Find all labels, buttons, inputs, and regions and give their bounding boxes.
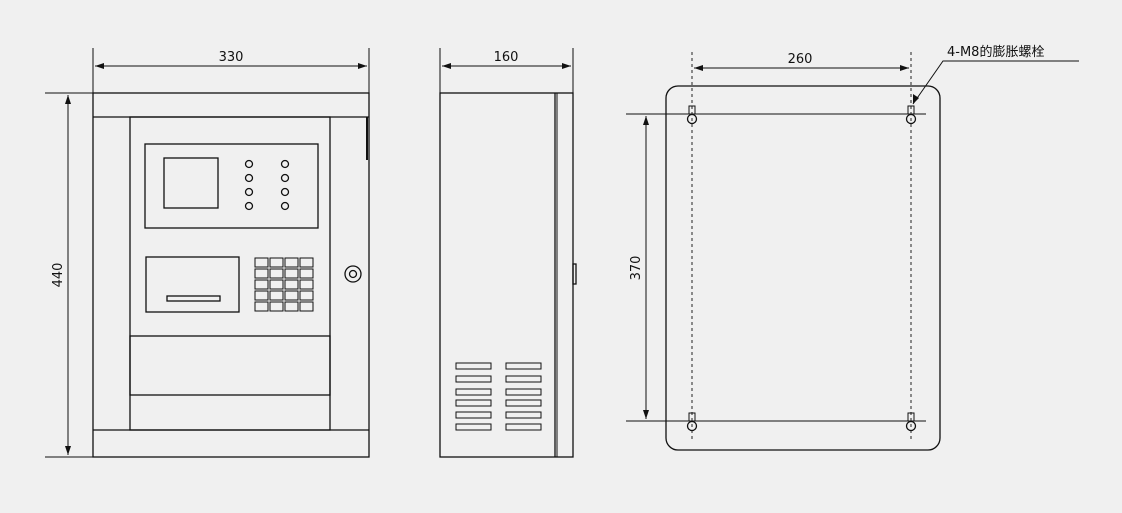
front-height-label: 440 xyxy=(51,263,66,288)
front-panel xyxy=(129,116,331,431)
lock-core xyxy=(348,269,358,279)
mounting-plate-outline xyxy=(665,85,941,451)
led-icon xyxy=(244,201,254,211)
cabinet-outline xyxy=(92,92,370,458)
lcd-screen xyxy=(163,157,219,209)
printer-unit xyxy=(145,256,240,313)
side-depth-label: 160 xyxy=(494,50,519,65)
display-panel xyxy=(144,143,319,229)
paper-slot xyxy=(166,295,221,302)
vent-slots xyxy=(455,362,542,431)
keyhole-icon xyxy=(905,412,917,432)
leader-arrow-icon xyxy=(913,94,919,104)
lower-compartment xyxy=(129,335,331,396)
indicator-leds xyxy=(244,159,290,211)
hole-spacing-h-label: 260 xyxy=(788,52,813,67)
front-view: 330 440 xyxy=(45,48,370,458)
hole-spacing-v-label: 370 xyxy=(629,256,644,281)
led-icon xyxy=(280,201,290,211)
keyhole-icon xyxy=(905,105,917,125)
lock-icon xyxy=(344,265,362,283)
anchor-note-label: 4-M8的膨胀螺栓 xyxy=(947,44,1044,60)
led-icon xyxy=(244,187,254,197)
side-view: 160 xyxy=(439,48,577,458)
mounting-view: 260 370 4-M8的膨胀螺栓 xyxy=(626,44,1079,451)
led-icon xyxy=(280,159,290,169)
keyhole-icon xyxy=(686,412,698,432)
led-icon xyxy=(280,173,290,183)
led-icon xyxy=(244,159,254,169)
front-width-label: 330 xyxy=(219,50,244,65)
keypad xyxy=(254,257,314,312)
side-latch xyxy=(572,263,577,285)
anchor-leader-line xyxy=(912,60,1079,105)
keyhole-icon xyxy=(686,105,698,125)
led-icon xyxy=(244,173,254,183)
led-icon xyxy=(280,187,290,197)
